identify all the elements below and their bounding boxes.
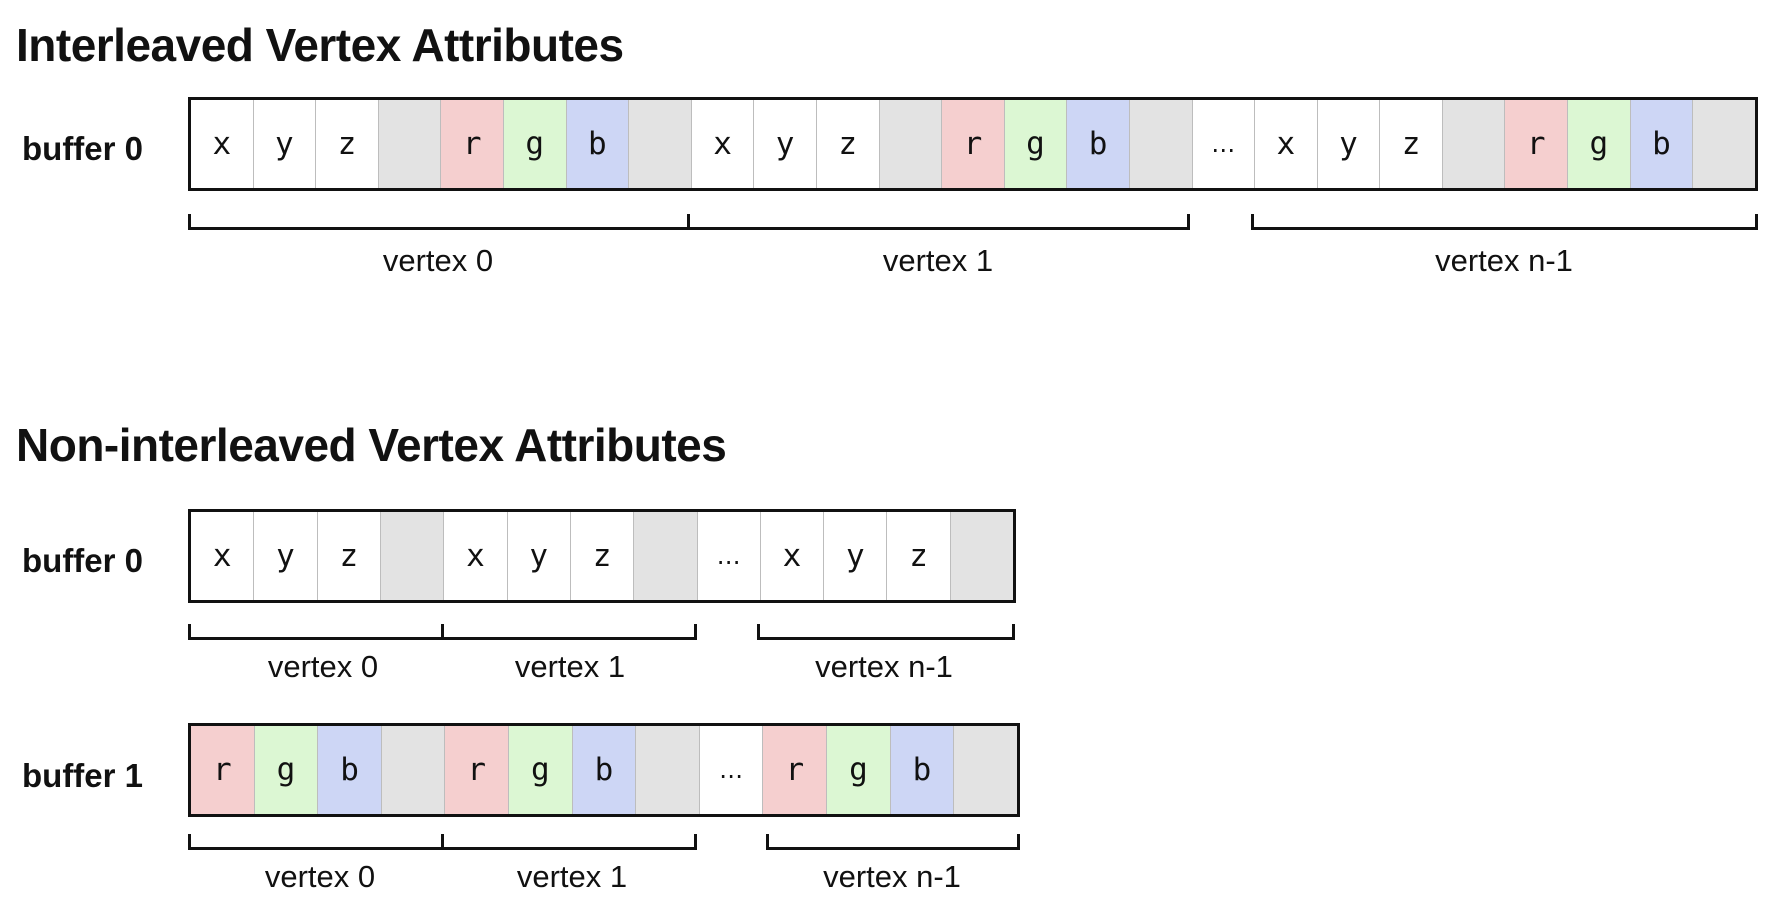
x-cell: x bbox=[759, 512, 823, 600]
z-cell: z bbox=[316, 512, 380, 600]
padding-cell bbox=[878, 100, 942, 188]
y-cell: y bbox=[823, 512, 886, 600]
r-cell: r bbox=[191, 726, 254, 814]
vertex-bracket bbox=[441, 834, 697, 850]
g-cell: g bbox=[253, 726, 318, 814]
padding-cell bbox=[377, 100, 441, 188]
g-cell: g bbox=[1003, 100, 1067, 188]
vertex-label: vertex n-1 bbox=[1435, 243, 1573, 278]
b-cell: b bbox=[571, 726, 636, 814]
y-cell: y bbox=[753, 100, 816, 188]
x-cell: x bbox=[443, 512, 506, 600]
buffer-label: buffer 1 bbox=[22, 757, 144, 794]
x-cell: x bbox=[212, 126, 232, 162]
vertex-label: vertex 0 bbox=[264, 859, 376, 894]
non-interleaved-title: Non-interleaved Vertex Attributes bbox=[16, 419, 727, 471]
ellipsis-cell: … bbox=[698, 726, 763, 814]
z-cell: z bbox=[569, 512, 633, 600]
vertex-bracket bbox=[766, 834, 1020, 850]
vertex-bracket bbox=[188, 624, 444, 640]
z-cell: z bbox=[815, 100, 879, 188]
padding-cell bbox=[1128, 100, 1192, 188]
vertex-label: vertex n-1 bbox=[815, 649, 953, 684]
vertex-label: vertex 1 bbox=[514, 649, 626, 684]
z-cell: z bbox=[315, 100, 378, 188]
vertex-bracket bbox=[188, 834, 444, 850]
padding-cell bbox=[953, 726, 1017, 814]
vertex-label: vertex 0 bbox=[267, 649, 379, 684]
b-cell: b bbox=[889, 726, 954, 814]
padding-cell bbox=[628, 100, 691, 188]
buffer-label: buffer 0 bbox=[22, 542, 144, 579]
g-cell: g bbox=[508, 726, 572, 814]
ellipsis-cell: … bbox=[696, 512, 760, 600]
padding-cell bbox=[380, 726, 445, 814]
z-cell: z bbox=[1379, 100, 1442, 188]
r-cell: r bbox=[762, 726, 827, 814]
r-cell: r bbox=[440, 100, 503, 188]
b-cell: b bbox=[317, 726, 381, 814]
vertex-label: vertex 1 bbox=[516, 859, 628, 894]
vertex-bracket bbox=[441, 624, 697, 640]
padding-cell bbox=[1692, 100, 1755, 188]
buffer-label: buffer 0 bbox=[22, 130, 144, 167]
y-cell: y bbox=[252, 100, 316, 188]
padding-cell bbox=[379, 512, 444, 600]
r-cell: r bbox=[444, 726, 509, 814]
padding-cell bbox=[949, 512, 1014, 600]
padding-cell bbox=[635, 726, 699, 814]
padding-cell bbox=[633, 512, 697, 600]
z-cell: z bbox=[886, 512, 949, 600]
vertex-label: vertex 1 bbox=[882, 243, 994, 278]
x-cell: x bbox=[690, 100, 754, 188]
padding-cell bbox=[1441, 100, 1505, 188]
y-cell: y bbox=[506, 512, 570, 600]
vertex-bracket bbox=[687, 214, 1190, 230]
b-cell: b bbox=[1629, 100, 1693, 188]
vertex-bracket bbox=[757, 624, 1015, 640]
b-cell: b bbox=[565, 100, 629, 188]
g-cell: g bbox=[1567, 100, 1630, 188]
x-cell: x bbox=[1254, 100, 1317, 188]
vertex-bracket bbox=[1251, 214, 1758, 230]
r-cell: r bbox=[1504, 100, 1568, 188]
x-cell: x bbox=[212, 538, 232, 574]
interleaved-title: Interleaved Vertex Attributes bbox=[16, 19, 624, 71]
y-cell: y bbox=[1316, 100, 1380, 188]
vertex-label: vertex 0 bbox=[382, 243, 494, 278]
r-cell: r bbox=[941, 100, 1004, 188]
vertex-bracket bbox=[188, 214, 690, 230]
ellipsis-cell: … bbox=[1191, 100, 1255, 188]
b-cell: b bbox=[1066, 100, 1129, 188]
g-cell: g bbox=[502, 100, 566, 188]
g-cell: g bbox=[826, 726, 890, 814]
y-cell: y bbox=[253, 512, 316, 600]
vertex-label: vertex n-1 bbox=[823, 859, 961, 894]
